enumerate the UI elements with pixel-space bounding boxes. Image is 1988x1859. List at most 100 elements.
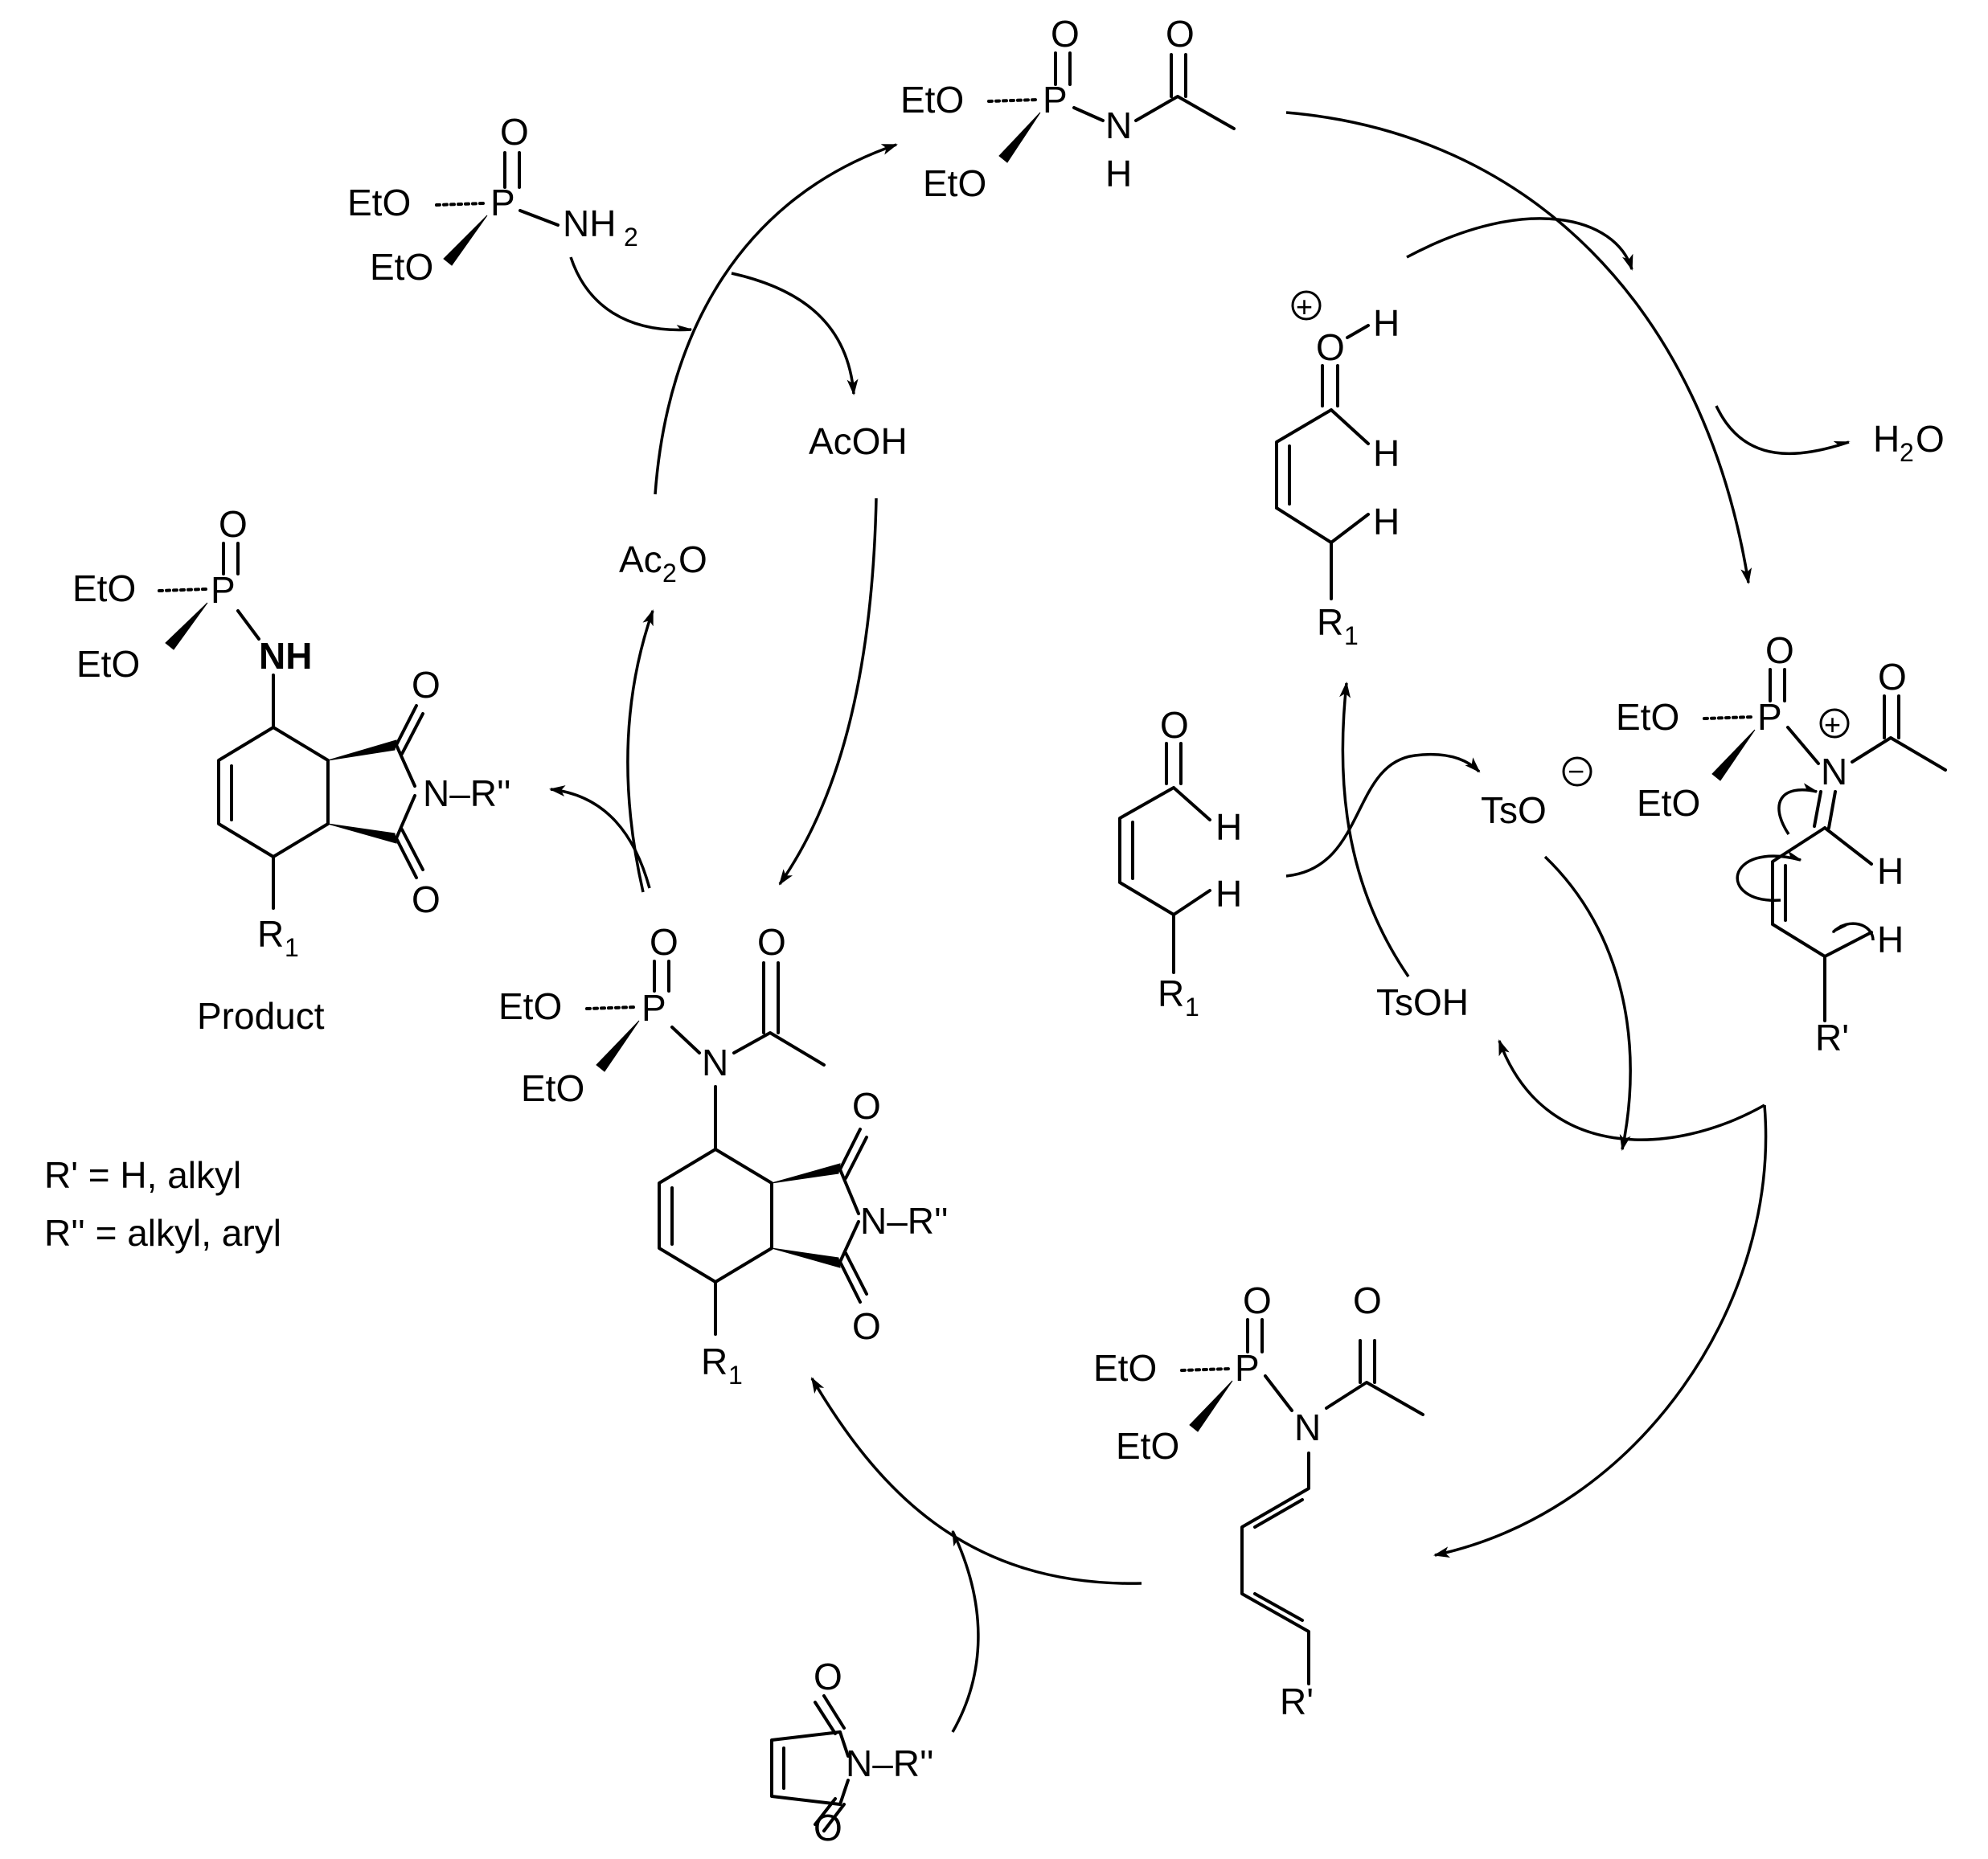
o-label: O [1878,656,1907,698]
product-structure: EtO P O EtO NH O N–R'' O R 1 [72,503,511,962]
o-label: O [1051,13,1080,55]
subscript: 1 [1185,993,1199,1022]
eto-label: EtO [347,182,411,223]
arrow-acoh-to-adduct [778,498,878,886]
minus-sign: − [1568,755,1584,788]
plus-charge [1819,708,1850,739]
o-label: O [650,921,678,963]
n-label: N [1105,104,1132,146]
arrow-amide-to-iminium [1285,111,1752,584]
svg-text:H: H [1873,418,1900,460]
p-label: P [490,182,515,223]
protonated-enal: + O H H H R 1 [1275,290,1400,650]
arrow-tsoh-to-oxonium [1339,682,1410,977]
plus-sign: + [1824,708,1841,741]
eto-label: EtO [1093,1347,1157,1389]
o-label: O [412,878,441,920]
eto-label: EtO [370,246,433,288]
n-label: N [1294,1407,1321,1448]
arrow-iminium-to-dienamide [1433,1104,1768,1558]
h-label: H [1877,919,1904,960]
n-r-label: N–R'' [846,1742,934,1784]
nh-label: NH [259,635,312,677]
h-label: H [1105,153,1132,194]
svg-text:O: O [678,538,707,580]
acetic-anhydride-label: Ac 2 O [619,538,707,588]
tsoh-label: TsOH [1376,981,1469,1023]
o-label: O [814,1656,842,1697]
h-label: H [1215,873,1242,915]
arrow-amine-in [569,256,693,332]
arrow-cycle-to-tsoh [1498,1039,1765,1141]
svg-text:2: 2 [662,559,677,588]
arrow-enal-to-tso [1285,752,1481,878]
n-dienyl-amide: EtO P O EtO N O R' [1093,1280,1424,1722]
o-label: O [1316,326,1345,368]
subscript: 1 [1344,621,1359,650]
nh2-label: NH [563,203,616,244]
eto-label: EtO [521,1067,584,1109]
r1-label: R [701,1341,728,1382]
arrow-enal-protonation [1406,217,1633,271]
eto-label: EtO [1637,782,1700,824]
arrow-h2o-out [1715,405,1851,456]
eto-label: EtO [900,79,964,121]
r1-label: R [1317,601,1343,643]
n-acetyl-phosphoramidate: EtO P O EtO N H O [900,13,1236,204]
product-caption: Product [197,995,325,1037]
eto-label: EtO [498,985,562,1027]
o-label: O [412,664,441,706]
o-label: O [757,921,786,963]
diethyl-phosphoramidate: EtO P O EtO NH 2 [347,111,638,288]
o-label: O [1353,1280,1382,1321]
arrow-maleimide-in [951,1529,980,1733]
r1-label: R [257,913,284,955]
plus-sign: + [1296,290,1313,323]
legend-r-prime: R' = H, alkyl [44,1154,241,1196]
svg-text:O: O [1916,418,1945,460]
legend-r-double-prime: R'' = alkyl, aryl [44,1212,281,1254]
h-label: H [1215,806,1242,848]
o-label: O [1243,1280,1272,1321]
p-label: P [1235,1347,1260,1389]
p-label: P [211,569,236,611]
o-label: O [500,111,529,153]
svg-text:Ac: Ac [619,538,662,580]
eto-label: EtO [1116,1425,1179,1467]
p-label: P [1757,696,1782,738]
o-label: O [852,1305,881,1347]
water-label: H 2 O [1873,418,1945,467]
o-label: O [1166,13,1195,55]
eto-label: EtO [72,567,136,609]
h-label: H [1373,432,1400,474]
h-label: H [1373,302,1400,344]
subscript: 1 [285,933,299,962]
enal-substrate: O H H R 1 [1118,704,1242,1022]
h-label: H [1373,501,1400,543]
p-label: P [641,987,666,1029]
arrow-acoh-out [731,272,859,395]
cycle-arrows [549,111,1851,1733]
o-label: O [852,1085,881,1127]
svg-text:2: 2 [1900,438,1914,467]
diels-alder-adduct: EtO P O EtO N O O N–R'' O R 1 [498,921,949,1390]
subscript: 1 [728,1361,743,1390]
n-r-label: N–R'' [860,1200,949,1242]
plus-charge [1291,290,1322,321]
o-label: O [1765,629,1794,671]
arrow-adduct-to-product [549,785,651,889]
r1-label: R [1158,972,1184,1014]
o-label: O [1160,704,1189,746]
n-label: N [1821,751,1847,792]
o-label: O [219,503,248,545]
eto-label: EtO [923,162,986,204]
acoh-label: AcOH [809,420,908,462]
n-r-label: N–R'' [423,772,511,814]
r-prime-label: R' [1815,1017,1849,1058]
tosylate-label: TsO − [1481,755,1592,831]
h-label: H [1877,850,1904,892]
arrow-tso-to-cycle [1543,855,1632,1151]
n-label: N [702,1042,728,1083]
